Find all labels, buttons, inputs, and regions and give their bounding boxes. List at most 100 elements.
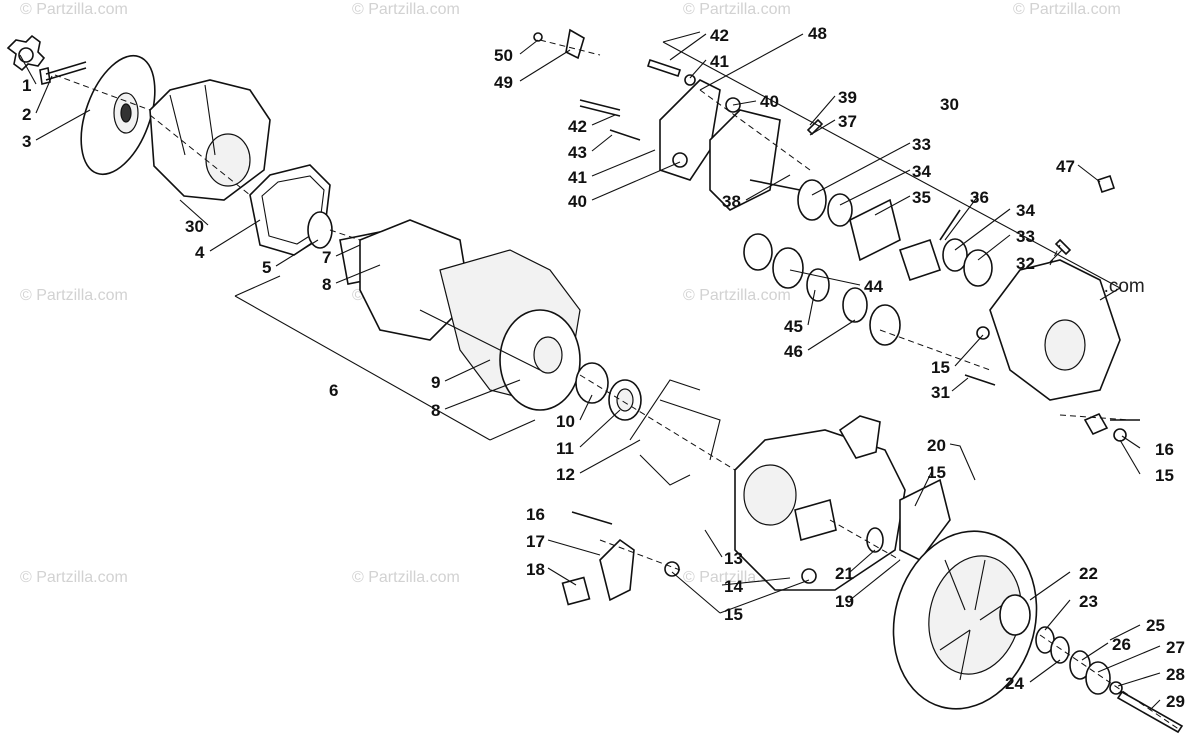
- callout-label: 40: [760, 92, 779, 111]
- watermark: © Partzilla.com: [352, 569, 460, 586]
- callout-label: 29: [1166, 692, 1185, 711]
- part-snap-ring: [866, 527, 884, 553]
- callout-label: 15: [1155, 466, 1174, 485]
- part-o-ring: [827, 193, 853, 227]
- callout-label: 31: [931, 383, 950, 402]
- callout-label: 47: [1056, 157, 1075, 176]
- watermark: © Partzilla.com: [1013, 1, 1121, 18]
- callout-label: 18: [526, 560, 545, 579]
- callout-label: 20: [927, 436, 946, 455]
- watermark: © Partzilla.com: [683, 287, 791, 304]
- part-housing-left: [149, 79, 271, 201]
- callout-label: 9: [431, 373, 440, 392]
- callout-label: 24: [1005, 674, 1024, 693]
- part-bolt: [579, 99, 621, 117]
- callout-label: 19: [835, 592, 854, 611]
- callout-label: 2: [22, 105, 31, 124]
- part-caliper: [709, 109, 781, 211]
- callout-label: 34: [1016, 201, 1035, 220]
- part-pin: [749, 179, 801, 191]
- part-bolt: [571, 511, 613, 525]
- callout-label: 41: [568, 168, 587, 187]
- part-long-bolt: [646, 58, 682, 78]
- callout-label: 45: [784, 317, 803, 336]
- part-bolt: [1116, 690, 1184, 734]
- watermark: © Partzilla.com: [20, 1, 128, 18]
- callout-label: 36: [970, 188, 989, 207]
- callout-label: 1: [22, 76, 31, 95]
- part-bushing: [797, 179, 827, 221]
- callout-label: 34: [912, 162, 931, 181]
- part-pad: [561, 576, 591, 606]
- callout-label: 40: [568, 192, 587, 211]
- parts-layer: [6, 28, 1184, 734]
- callout-label: 27: [1166, 638, 1185, 657]
- watermark-layer: © Partzilla.com © Partzilla.com © Partzi…: [20, 1, 1121, 586]
- callout-label: 32: [1016, 254, 1035, 273]
- part-sprocket-housing: [359, 219, 471, 341]
- part-seal: [772, 247, 804, 289]
- callout-label: 38: [722, 192, 741, 211]
- part-fitting: [1054, 238, 1072, 256]
- callout-label: 48: [808, 24, 827, 43]
- part-seal: [575, 362, 609, 404]
- callout-label: 16: [526, 505, 545, 524]
- callout-label: 7: [322, 248, 331, 267]
- leader-lines: [19, 33, 1161, 711]
- part-washer: [1085, 661, 1111, 695]
- callout-label: 15: [724, 605, 743, 624]
- part-guard: [899, 478, 951, 562]
- part-bolt: [609, 129, 641, 141]
- part-bracket-pin: [939, 209, 961, 241]
- part-lock-washer: [1109, 681, 1123, 695]
- callout-label: 3: [22, 132, 31, 151]
- callout-label: 39: [838, 88, 857, 107]
- part-bushing: [963, 249, 993, 287]
- callout-labels: 1 2 3 30 4 5 7 8 6 9 8 10 11 12 16 17 18…: [22, 24, 1185, 711]
- callout-label: 17: [526, 532, 545, 551]
- callout-label: 12: [556, 465, 575, 484]
- callout-label: 6: [329, 381, 338, 400]
- callout-label: 30: [940, 95, 959, 114]
- part-shim: [1050, 636, 1070, 664]
- callout-label: 16: [1155, 440, 1174, 459]
- part-wire-bracket: [629, 379, 721, 486]
- callout-label: 11: [556, 439, 574, 458]
- callout-label: 28: [1166, 665, 1185, 684]
- callout-label: 8: [431, 401, 440, 420]
- callout-label: 4: [195, 243, 205, 262]
- part-bolt: [964, 374, 996, 386]
- part-o-ring: [942, 238, 968, 272]
- part-sensor: [565, 28, 585, 60]
- callout-label: 42: [568, 117, 587, 136]
- callout-label: 46: [784, 342, 803, 361]
- part-o-ring: [307, 211, 333, 249]
- callout-label: 8: [322, 275, 331, 294]
- callout-label: 25: [1146, 616, 1165, 635]
- part-o-ring: [842, 287, 868, 323]
- watermark: © Partzilla.com: [352, 1, 460, 18]
- callout-label: 33: [912, 135, 931, 154]
- callout-label: 30: [185, 217, 204, 236]
- callout-label: 15: [927, 463, 946, 482]
- callout-label: 22: [1079, 564, 1098, 583]
- callout-label: 42: [710, 26, 729, 45]
- part-bushing: [743, 233, 773, 271]
- assembly-lines: [54, 39, 1181, 731]
- callout-label: 15: [931, 358, 950, 377]
- part-cap: [1096, 174, 1116, 194]
- part-bracket: [599, 538, 635, 602]
- part-nut: [801, 568, 817, 584]
- callout-label: 41: [710, 52, 729, 71]
- watermark: © Partzilla.com: [683, 1, 791, 18]
- callout-label: 26: [1112, 635, 1131, 654]
- callout-label: 21: [835, 564, 854, 583]
- callout-label: 37: [838, 112, 857, 131]
- watermark: © Partzilla.com: [20, 287, 128, 304]
- callout-label: 23: [1079, 592, 1098, 611]
- part-bolt: [39, 61, 87, 85]
- part-seal: [869, 304, 901, 346]
- watermark: © Partzilla.com: [20, 569, 128, 586]
- group-brackets: [234, 31, 1141, 641]
- callout-label: 44: [864, 277, 883, 296]
